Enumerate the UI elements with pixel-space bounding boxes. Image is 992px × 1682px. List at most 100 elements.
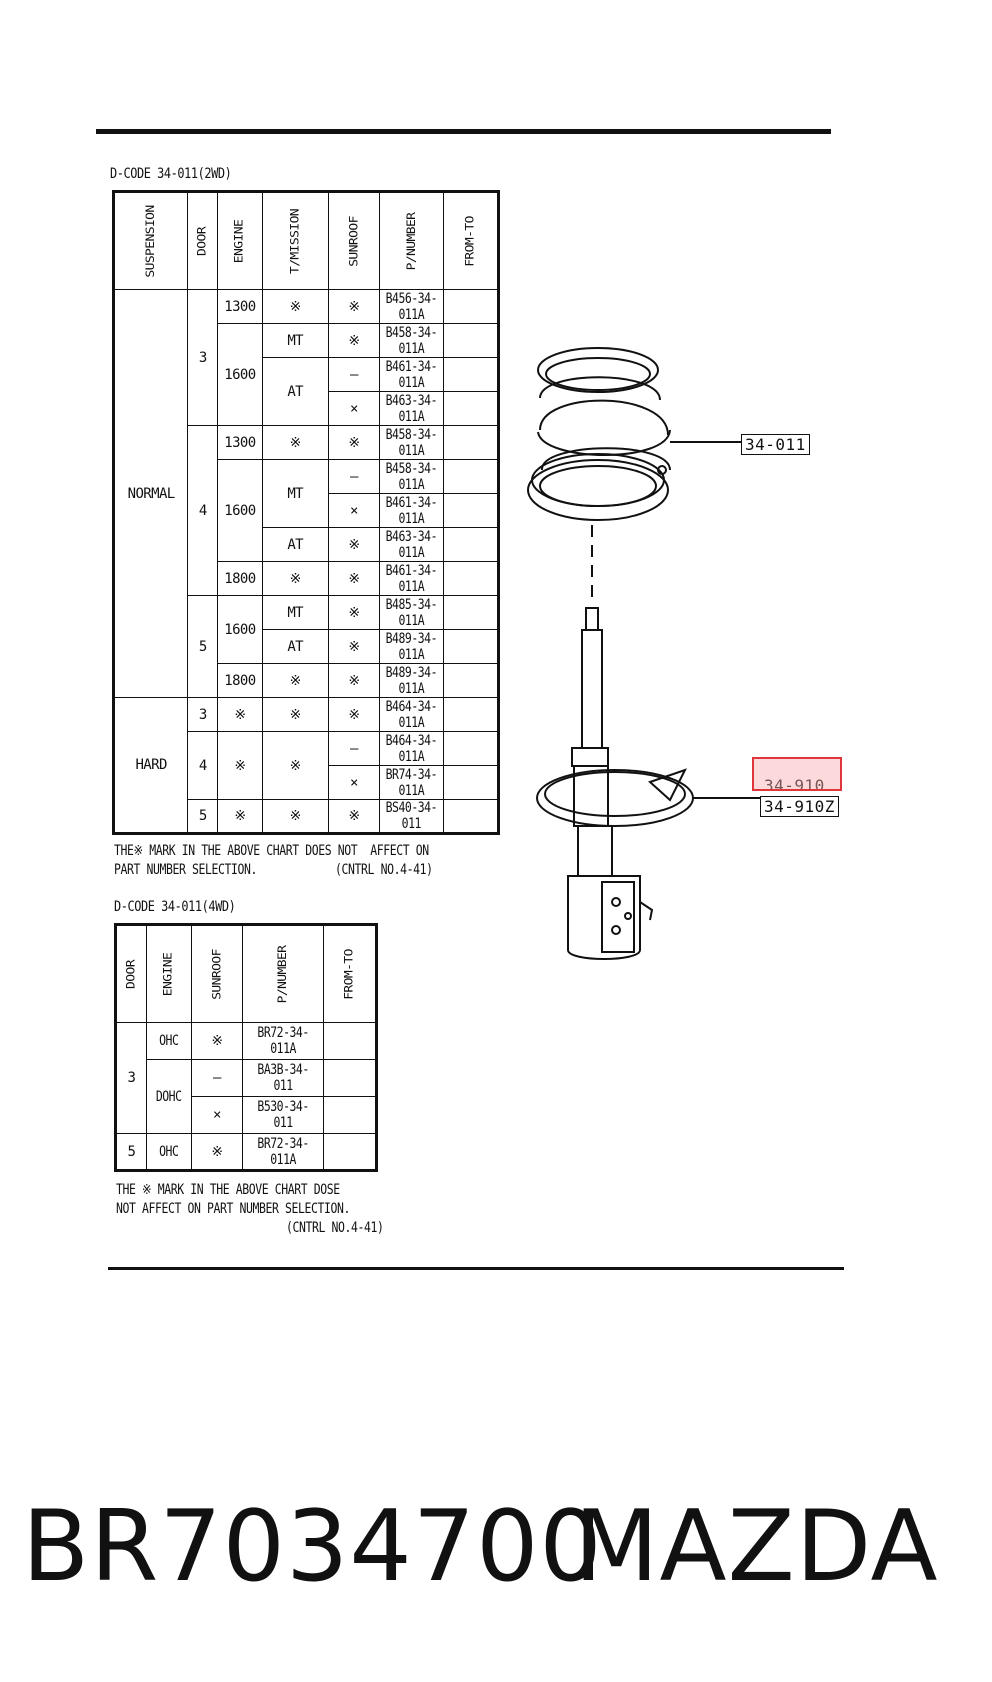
table-4wd-note-line3: (CNTRL NO.4-41) (286, 1220, 384, 1236)
header-cell: P/NUMBER (242, 924, 325, 1023)
strut-body (567, 765, 654, 960)
header-cell: P/NUMBER (379, 191, 444, 290)
sunroof-cell: — (327, 357, 381, 392)
engine-cell: 1800 (217, 663, 263, 698)
pnumber-cell: B489-34-011A (379, 629, 444, 664)
header-cell: ENGINE (217, 191, 263, 290)
table-row: × B463-34-011A (114, 391, 500, 426)
tmission-cell: ※ (261, 663, 329, 698)
tmission-cell: ※ (261, 697, 329, 732)
pnumber-cell: B458-34-011A (379, 459, 444, 494)
engine-cell: 1800 (217, 561, 263, 596)
sunroof-cell: — (190, 1059, 244, 1097)
footer-brand: MAZDA (574, 1490, 939, 1604)
highlight-box (752, 757, 842, 791)
callout-seat-label: 34-910Z (760, 796, 839, 817)
table-row: NORMAL 3 1300 ※ ※ B456-34-011A (112, 289, 500, 698)
sunroof-cell: ※ (327, 527, 381, 562)
table-row: 4 ※ ※ — B464-34-011A (114, 731, 500, 800)
sunroof-cell: — (327, 731, 381, 766)
door-cell: 5 (115, 1133, 147, 1171)
fromto-cell (442, 493, 500, 528)
table-4wd-note-line1: THE ※ MARK IN THE ABOVE CHART DOSE (116, 1182, 340, 1198)
table-row: 3 OHC ※ BR72-34-011A (115, 1022, 377, 1134)
suspension-cell: HARD (112, 697, 189, 834)
table-4wd-note-line2: NOT AFFECT ON PART NUMBER SELECTION. (116, 1201, 351, 1217)
door-cell: 3 (187, 697, 219, 732)
fromto-cell (323, 1022, 377, 1060)
header-cell: DOOR (115, 924, 147, 1023)
pnumber-cell: B464-34-011A (379, 731, 444, 766)
pnumber-cell: BS40-34-011 (379, 799, 444, 834)
sunroof-cell: ※ (327, 289, 381, 324)
fromto-cell (442, 527, 500, 562)
engine-cell: 1600 (217, 459, 263, 562)
table-row: AT ※ B463-34-011A (114, 527, 500, 562)
tmission-cell: ※ (261, 289, 329, 324)
fromto-cell (442, 663, 500, 698)
table-2wd-caption: D-CODE 34-011(2WD) (110, 166, 232, 182)
fromto-cell (442, 731, 500, 766)
spring-seat (536, 768, 694, 827)
engine-cell: 1600 (217, 595, 263, 664)
fromto-cell (323, 1133, 377, 1171)
pnumber-cell: B461-34-011A (379, 561, 444, 596)
pnumber-cell: B485-34-011A (379, 595, 444, 630)
table-row: AT — B461-34-011A (114, 357, 500, 426)
pnumber-cell: B463-34-011A (379, 391, 444, 426)
tmission-cell: ※ (261, 561, 329, 596)
engine-cell: ※ (217, 731, 263, 800)
door-cell: 3 (115, 1022, 147, 1134)
sunroof-cell: ※ (327, 323, 381, 358)
pnumber-cell: B456-34-011A (379, 289, 444, 324)
engine-cell: 1600 (217, 323, 263, 426)
table-row: HARD 3 ※ ※ ※ B464-34-011A (112, 697, 500, 834)
tmission-cell: ※ (261, 799, 329, 834)
header-cell: FROM-TO (323, 924, 377, 1023)
engine-cell: ※ (217, 799, 263, 834)
fromto-cell (323, 1059, 377, 1097)
table-2wd: SUSPENSION DOOR ENGINE T/MISSION SUNROOF… (112, 190, 500, 835)
table-row: 5 ※ ※ ※ BS40-34-011 (114, 799, 500, 834)
sunroof-cell: ※ (327, 629, 381, 664)
fromto-cell (323, 1096, 377, 1134)
fromto-cell (442, 595, 500, 630)
pnumber-cell: B489-34-011A (379, 663, 444, 698)
fromto-cell (442, 765, 500, 800)
table-row: × B461-34-011A (114, 493, 500, 528)
header-cell: DOOR (187, 191, 219, 290)
fromto-cell (442, 629, 500, 664)
bottom-rule (108, 1267, 844, 1270)
door-cell: 5 (187, 595, 219, 698)
pnumber-cell: B463-34-011A (379, 527, 444, 562)
table-row: DOHC — BA3B-34-011 (116, 1059, 377, 1134)
pnumber-cell: BR72-34-011A (242, 1133, 325, 1171)
tmission-cell: AT (261, 629, 329, 664)
pnumber-cell: B458-34-011A (379, 323, 444, 358)
engine-cell: ※ (217, 697, 263, 732)
door-cell: 4 (187, 731, 219, 800)
engine-cell: OHC (145, 1022, 192, 1060)
sunroof-cell: — (327, 459, 381, 494)
sunroof-cell: ※ (327, 425, 381, 460)
fromto-cell (442, 425, 500, 460)
engine-cell: 1300 (217, 289, 263, 324)
pnumber-cell: B458-34-011A (379, 425, 444, 460)
top-rule (96, 129, 831, 134)
fromto-cell (442, 357, 500, 392)
table-row: 5 OHC ※ BR72-34-011A (115, 1133, 377, 1171)
sunroof-cell: ※ (327, 697, 381, 732)
callout-spring-label: 34-011 (741, 434, 810, 455)
strut-assembly-drawing (527, 347, 760, 960)
header-cell: FROM-TO (442, 191, 500, 290)
header-cell: T/MISSION (261, 191, 329, 290)
pnumber-cell: B530-34-011 (242, 1096, 325, 1134)
table-header: DOOR ENGINE SUNROOF P/NUMBER FROM-TO (115, 924, 377, 1023)
footer-part-number: BR7034700 (22, 1490, 603, 1604)
pnumber-cell: BR74-34-011A (379, 765, 444, 800)
sunroof-cell: × (327, 765, 381, 800)
door-cell: 4 (187, 425, 219, 596)
fromto-cell (442, 391, 500, 426)
fromto-cell (442, 561, 500, 596)
engine-cell: 1300 (217, 425, 263, 460)
